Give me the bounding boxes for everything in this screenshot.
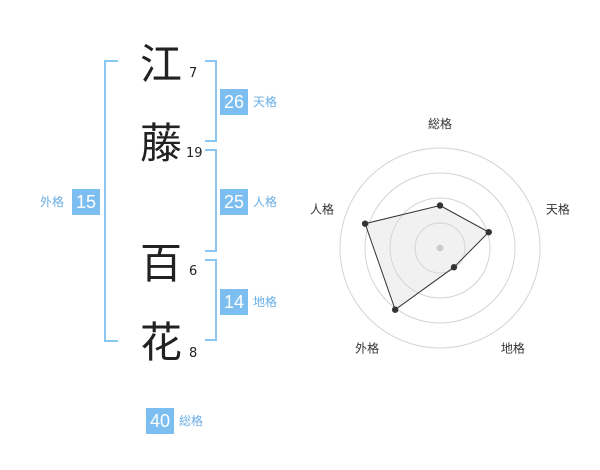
radar-point-2 [485, 228, 492, 236]
radar-ring-2 [389, 197, 491, 299]
radar-point-5 [361, 220, 369, 227]
name-char-3: 百 [140, 239, 183, 288]
chikaku-value-badge: 14 [220, 289, 248, 315]
radar-point-1 [436, 202, 444, 209]
radar-axis-label-4: 外格 [355, 340, 379, 355]
gaikaku-bracket [104, 60, 118, 342]
radar-axis-label-3: 地格 [501, 340, 525, 355]
radar-ring-1 [414, 222, 466, 274]
tenkaku-label: 天格 [253, 95, 278, 109]
name-char-4: 花 [140, 318, 183, 367]
tenkaku-value-badge: 26 [220, 89, 248, 115]
soukaku-value-badge: 40 [146, 408, 174, 434]
soukaku-label: 総格 [179, 414, 204, 428]
stroke-count-3: 6 [189, 264, 198, 279]
radar-data-polygon [364, 204, 490, 311]
radar-center-dot [436, 244, 444, 252]
radar-ring-3 [364, 172, 516, 324]
chikaku-bracket [205, 259, 217, 341]
radar-point-4 [391, 306, 399, 313]
jinkaku-value-badge: 25 [220, 189, 248, 215]
name-char-2: 藤 [140, 119, 183, 168]
gaikaku-value-badge: 15 [72, 189, 100, 215]
radar-axis-label-2: 天格 [546, 202, 570, 217]
chikaku-label: 地格 [253, 295, 278, 309]
stroke-count-4: 8 [189, 346, 198, 361]
jinkaku-bracket [205, 149, 217, 252]
radar-axis-label-1: 総格 [428, 116, 452, 131]
jinkaku-label: 人格 [253, 195, 278, 209]
radar-point-3 [450, 264, 458, 271]
gaikaku-label: 外格 [40, 195, 65, 209]
stroke-count-1: 7 [189, 66, 198, 81]
tenkaku-bracket [205, 60, 217, 142]
stroke-count-2: 19 [186, 146, 203, 161]
name-char-1: 江 [140, 40, 183, 89]
radar-ring-4 [339, 147, 541, 349]
radar-axis-label-5: 人格 [310, 202, 334, 217]
